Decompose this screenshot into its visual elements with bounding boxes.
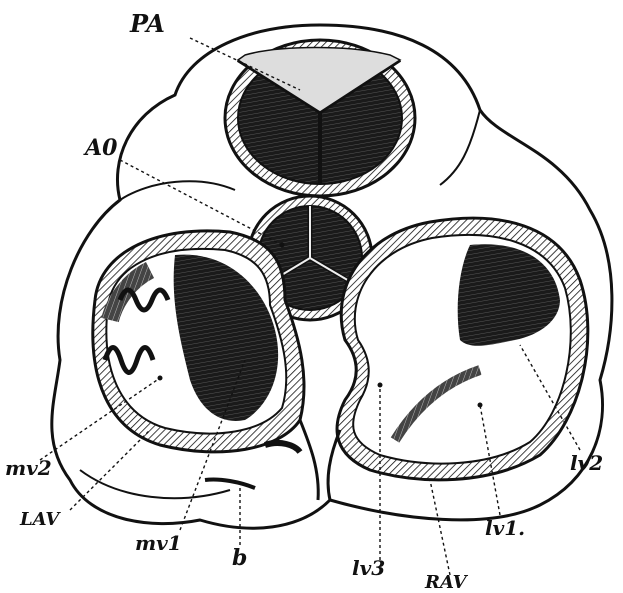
right-chamber	[337, 218, 588, 480]
label-lv2: lv2	[570, 451, 603, 475]
label-rav: RAV	[424, 572, 469, 593]
label-mv2: mv2	[5, 456, 52, 480]
label-ao: A0	[83, 135, 118, 161]
pulmonary-valve	[225, 40, 415, 196]
label-mv1: mv1	[135, 531, 182, 555]
label-b: b	[232, 545, 247, 571]
label-lav: LAV	[19, 509, 61, 530]
left-chamber	[93, 231, 304, 452]
label-lv1: lv1.	[485, 516, 525, 540]
label-pa: PA	[129, 9, 165, 38]
label-lv3: lv3	[352, 556, 385, 580]
